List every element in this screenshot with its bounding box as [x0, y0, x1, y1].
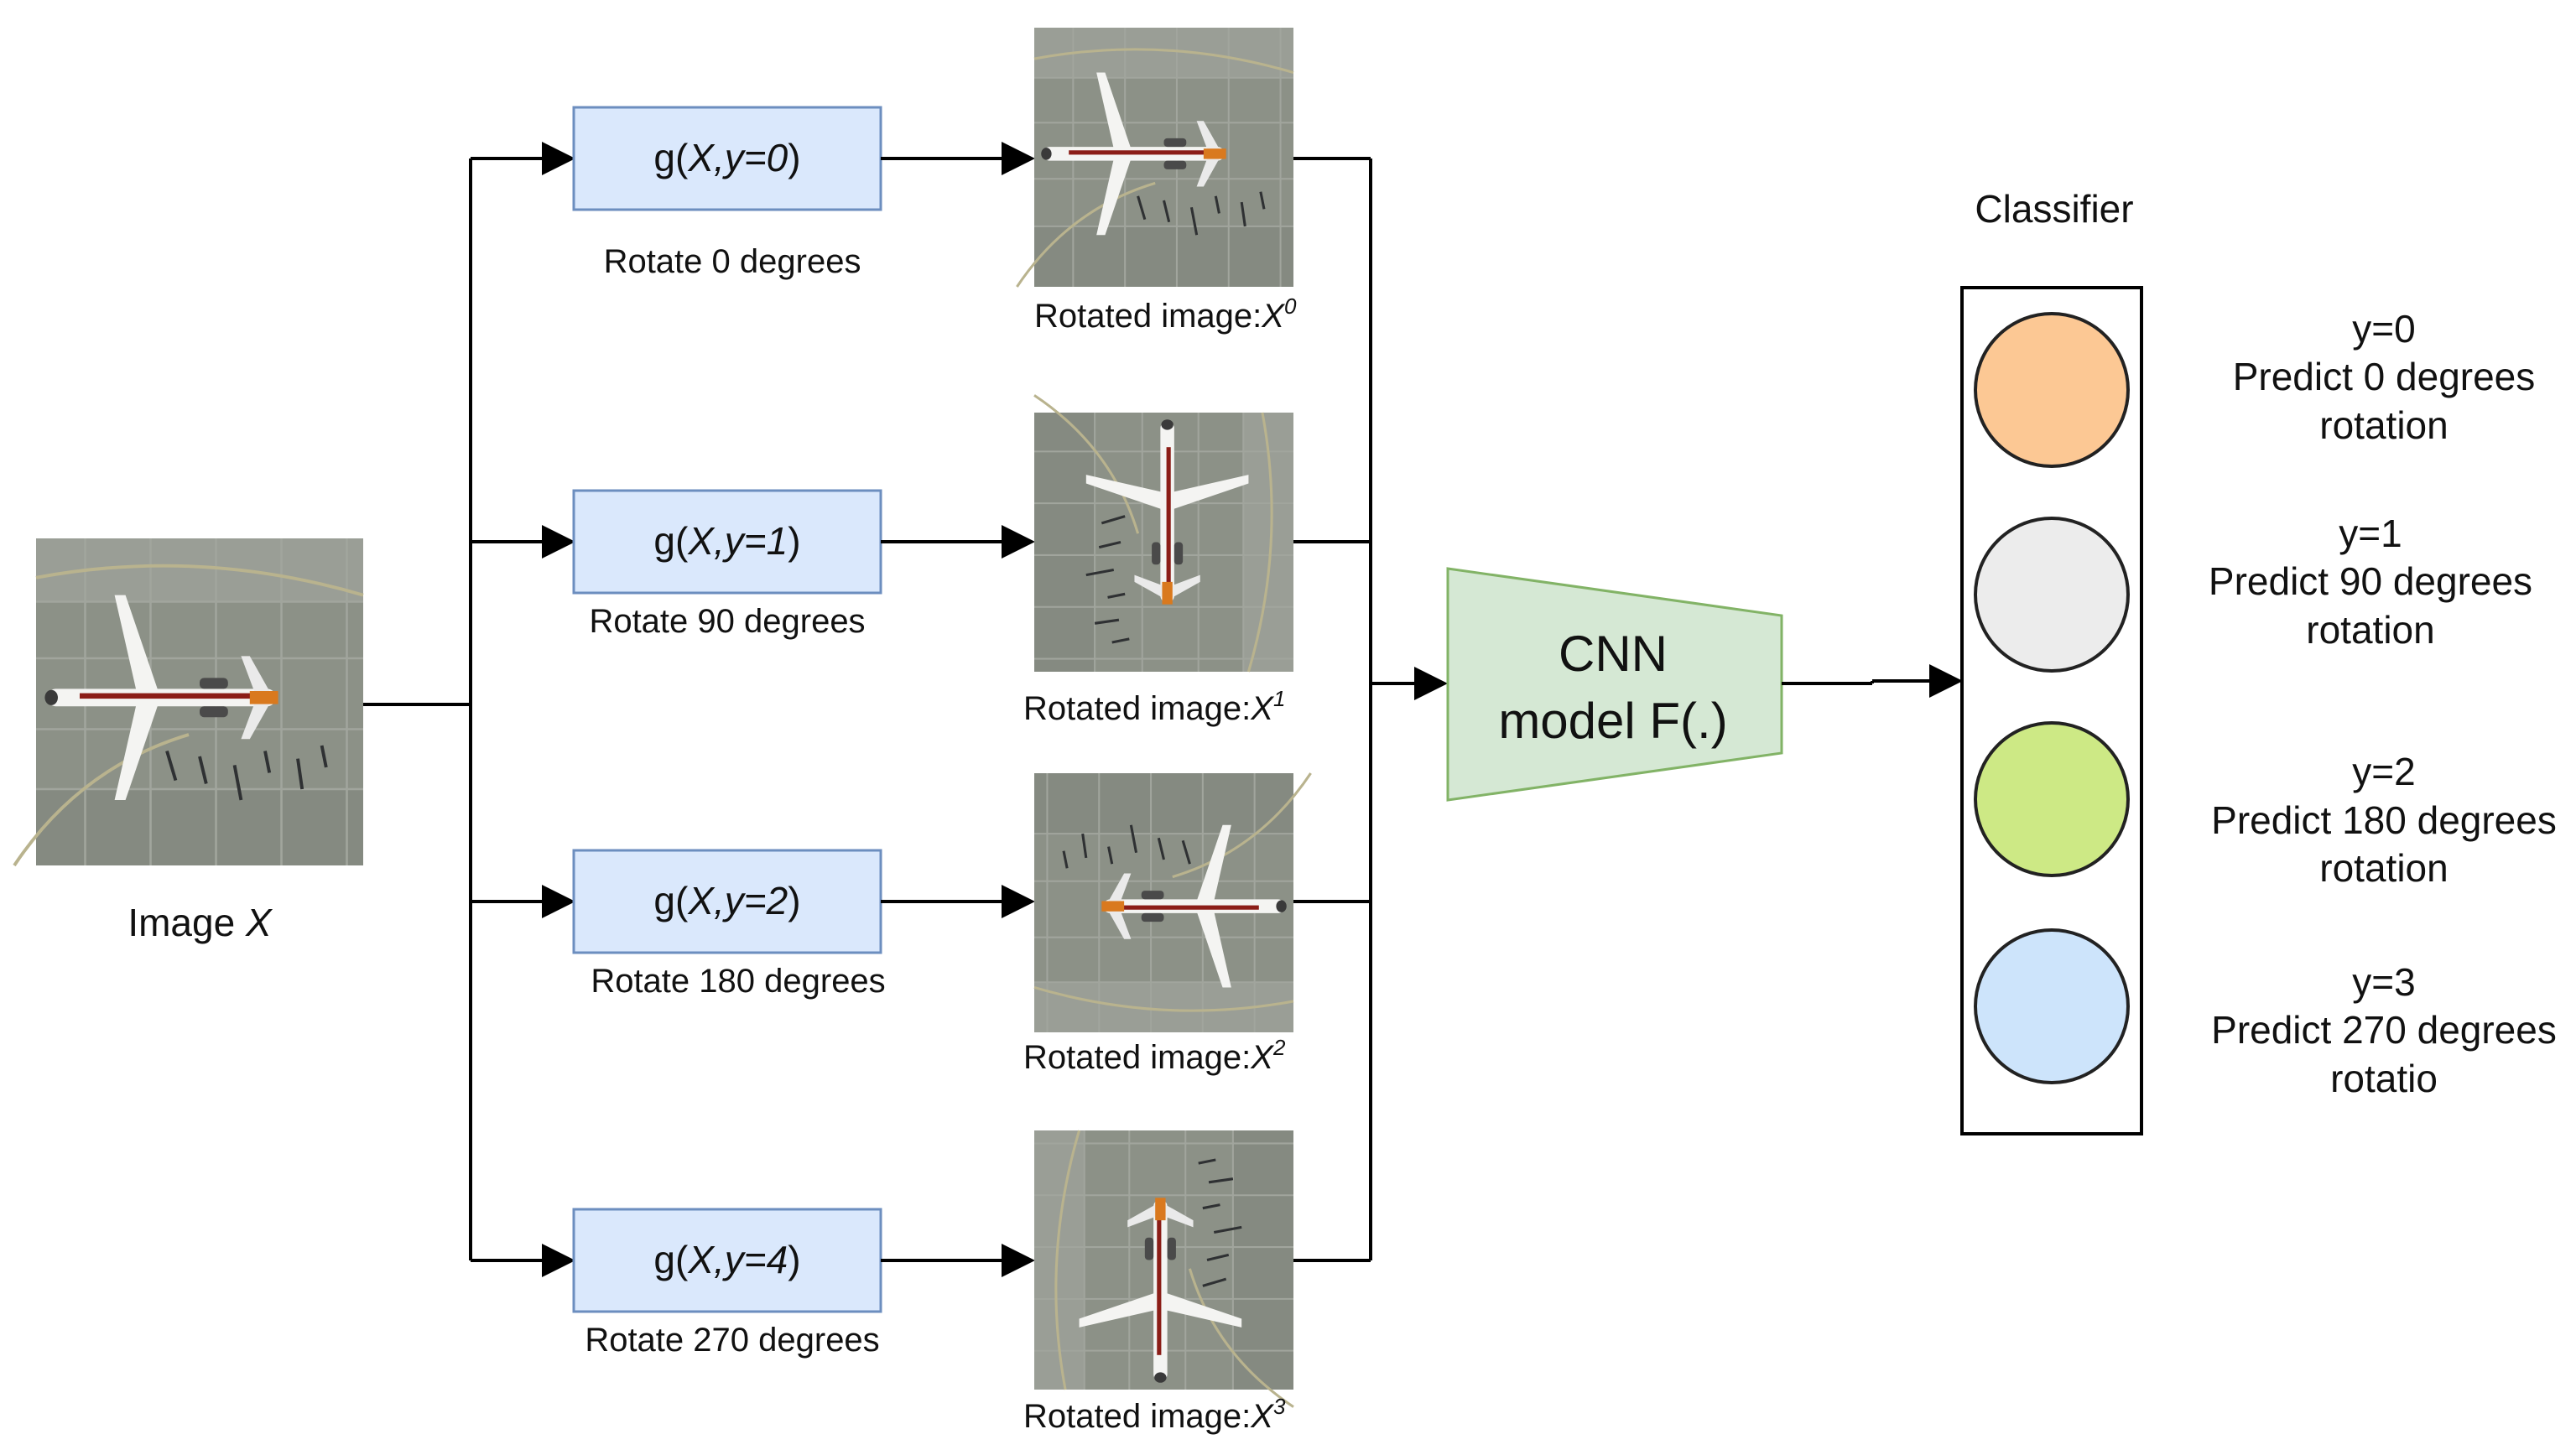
svg-text:Predict 180 degrees: Predict 180 degrees: [2211, 798, 2557, 842]
function-label-y4: g(X,y=4): [653, 1238, 800, 1281]
function-label-y0: g(X,y=0): [653, 136, 800, 179]
cnn-label-line1: CNN: [1559, 626, 1668, 682]
rotated-image-label-3: Rotated image:X3: [1023, 1394, 1286, 1435]
classifier-title: Classifier: [1975, 187, 2133, 231]
output-node-1: [1974, 517, 2130, 673]
cnn-model: CNN model F(.): [1446, 567, 1783, 802]
svg-text:rotation: rotation: [2319, 846, 2448, 890]
svg-text:Predict 90 degrees: Predict 90 degrees: [2209, 559, 2532, 603]
function-box-y4: [572, 1208, 882, 1313]
rotate-caption-1: Rotate 90 degrees: [589, 603, 865, 640]
classifier: Classifier: [1960, 187, 2143, 1135]
rotate-caption-0: Rotate 0 degrees: [604, 243, 861, 280]
output-node-2: [1974, 721, 2130, 877]
svg-text:Predict 0 degrees: Predict 0 degrees: [2233, 355, 2536, 398]
rotated-image-1: [1033, 393, 1295, 673]
rotated-image-3: [1033, 1129, 1295, 1409]
svg-text:rotatio: rotatio: [2330, 1057, 2438, 1100]
branch-rotate-270: g(X,y=4) Rotate 270 degrees Rotated imag…: [572, 1129, 1295, 1435]
input-distribution-connector: [363, 142, 575, 1277]
cnn-label-line2: model F(.): [1498, 693, 1727, 749]
svg-text:rotation: rotation: [2306, 608, 2434, 652]
rotate-caption-3: Rotate 270 degrees: [585, 1322, 879, 1359]
rotated-image-label-2: Rotated image:X2: [1023, 1035, 1286, 1076]
rotated-image-0: [1015, 26, 1295, 288]
rotated-image-label-0: Rotated image:X0: [1034, 294, 1297, 335]
output-node-3: [1974, 928, 2130, 1084]
branch-rotate-0: g(X,y=0) Rotate 0 degrees Rotated image:…: [572, 26, 1297, 335]
input-image-label: Image X: [127, 901, 273, 944]
svg-text:y=1: y=1: [2339, 512, 2402, 555]
output-label-1: y=1 Predict 90 degrees rotation: [2209, 512, 2532, 652]
branch-rotate-180: g(X,y=2) Rotate 180 degrees Rotated imag…: [572, 772, 1313, 1076]
function-box-y1: [572, 489, 882, 595]
cnn-to-classifier-connector: [1782, 664, 1963, 698]
svg-text:Predict 270 degrees: Predict 270 degrees: [2211, 1008, 2557, 1052]
svg-text:y=3: y=3: [2352, 960, 2415, 1004]
input-image: [13, 537, 365, 867]
svg-text:y=0: y=0: [2352, 307, 2415, 351]
function-label-y1: g(X,y=1): [653, 519, 800, 563]
output-label-0: y=0 Predict 0 degrees rotation: [2233, 307, 2536, 447]
merge-connector: [1293, 157, 1448, 1262]
output-label-3: y=3 Predict 270 degrees rotatio: [2211, 960, 2557, 1100]
output-label-2: y=2 Predict 180 degrees rotation: [2211, 750, 2557, 890]
rotated-image-label-1: Rotated image:X1: [1023, 686, 1285, 727]
rotated-image-2: [1033, 772, 1313, 1034]
output-node-0: [1974, 312, 2130, 468]
branch-rotate-90: g(X,y=1) Rotate 90 degrees Rotated image…: [572, 393, 1295, 727]
function-label-y2: g(X,y=2): [653, 879, 800, 922]
rotate-caption-2: Rotate 180 degrees: [591, 963, 885, 1000]
svg-text:y=2: y=2: [2352, 750, 2415, 793]
function-box-y0: [572, 106, 882, 211]
svg-text:rotation: rotation: [2319, 403, 2448, 447]
